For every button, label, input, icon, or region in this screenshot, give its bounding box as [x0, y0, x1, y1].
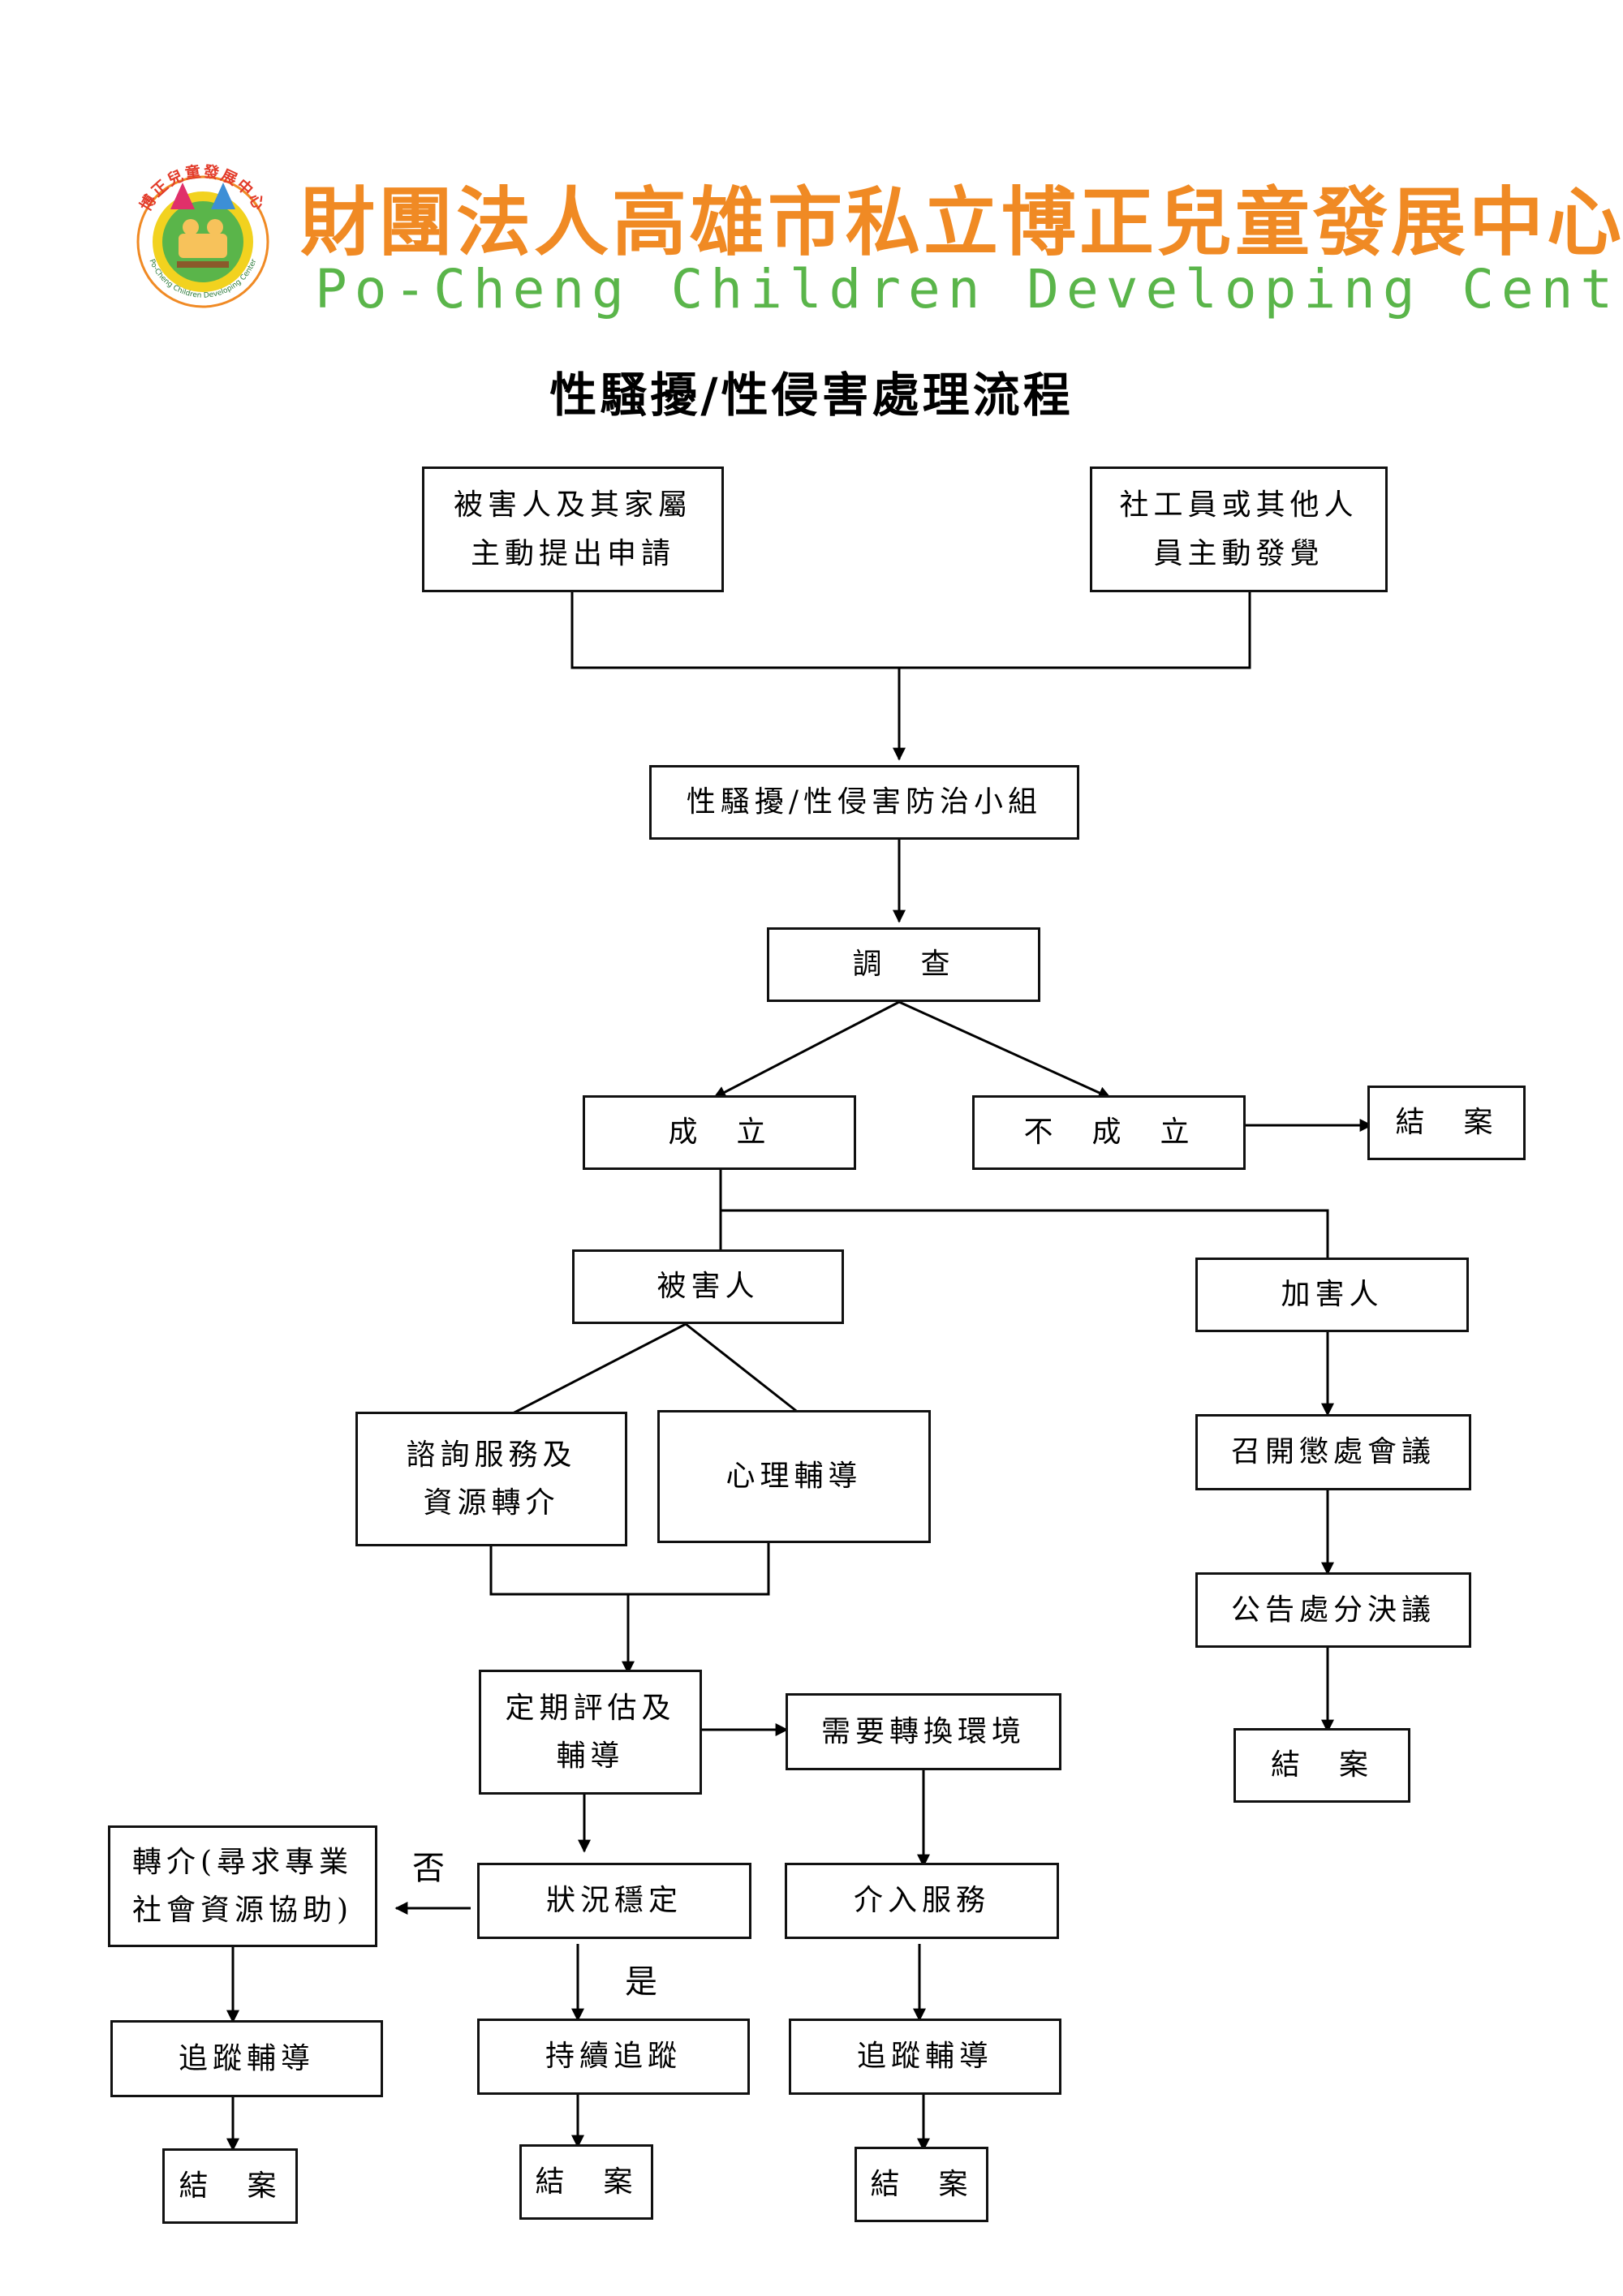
node-close-right: 結 案 — [855, 2147, 988, 2222]
page-title: 性騷擾/性侵害處理流程 — [549, 368, 1074, 423]
arrow-to-established — [712, 1000, 900, 1099]
node-continuous-tracking-line1: 持續追蹤 — [545, 2040, 682, 2074]
node-referral-line1: 轉介(尋求專業 — [131, 1845, 354, 1879]
node-close-not-established-line1: 結 案 — [1395, 1106, 1498, 1140]
node-staff-discover-line1: 社工員或其他人 — [1119, 488, 1358, 522]
node-change-environment: 需要轉換環境 — [786, 1693, 1061, 1770]
node-investigate-line1: 調 查 — [852, 948, 955, 982]
node-follow-up-right-line1: 追蹤輔導 — [856, 2040, 993, 2074]
node-close-perpetrator: 結 案 — [1233, 1728, 1410, 1803]
node-close-perpetrator-line1: 結 案 — [1270, 1748, 1373, 1782]
connector-victim-to-counseling — [685, 1322, 800, 1415]
node-consult: 諮詢服務及 資源轉介 — [355, 1412, 627, 1546]
node-victim-line1: 被害人 — [657, 1270, 760, 1304]
header: 博正兒童發展中心 Po-Cheng Children Developing Ce… — [122, 138, 1623, 349]
node-disciplinary-meeting-line1: 召開懲處會議 — [1230, 1435, 1436, 1469]
node-close-right-line1: 結 案 — [870, 2167, 973, 2201]
edge-label-yes: 是 — [625, 1963, 657, 2001]
node-staff-discover-line2: 員主動發覺 — [1153, 536, 1324, 570]
node-perpetrator-line1: 加害人 — [1281, 1278, 1384, 1312]
node-follow-up-left: 追蹤輔導 — [110, 2020, 383, 2097]
node-committee-line1: 性騷擾/性侵害防治小組 — [686, 785, 1043, 819]
connector-victim-to-consult — [512, 1322, 687, 1415]
node-counseling-line1: 心理輔導 — [725, 1460, 863, 1494]
connector-services-merge — [489, 1543, 770, 1596]
node-follow-up-left-line1: 追蹤輔導 — [178, 2041, 315, 2075]
node-referral-line2: 社會資源協助) — [131, 1894, 354, 1927]
node-intervention-line1: 介入服務 — [853, 1884, 990, 1918]
node-consult-line2: 資源轉介 — [423, 1486, 560, 1520]
node-disciplinary-meeting: 召開懲處會議 — [1195, 1414, 1471, 1490]
node-close-not-established: 結 案 — [1367, 1086, 1526, 1160]
node-periodic-eval-line2: 輔導 — [556, 1739, 625, 1773]
node-counseling: 心理輔導 — [657, 1410, 931, 1543]
node-investigate: 調 查 — [767, 927, 1040, 1002]
arrow-to-not-established — [898, 1000, 1112, 1099]
node-established-line1: 成 立 — [668, 1116, 771, 1150]
node-change-environment-line1: 需要轉換環境 — [820, 1714, 1026, 1748]
node-announce-decision-line1: 公告處分決議 — [1230, 1593, 1436, 1627]
node-victim-apply: 被害人及其家屬 主動提出申請 — [422, 467, 724, 592]
node-established: 成 立 — [583, 1095, 856, 1170]
organization-logo-icon: 博正兒童發展中心 Po-Cheng Children Developing Ce… — [136, 161, 269, 308]
organization-name-en: Po-Cheng Children Developing Center — [315, 258, 1623, 320]
node-victim: 被害人 — [572, 1249, 844, 1324]
node-close-left-line1: 結 案 — [179, 2169, 282, 2203]
connector-sources-merge — [570, 592, 1251, 669]
edge-label-no: 否 — [412, 1850, 445, 1887]
node-perpetrator: 加害人 — [1195, 1258, 1469, 1332]
node-not-established: 不 成 立 — [972, 1095, 1246, 1170]
node-periodic-eval-line1: 定期評估及 — [505, 1691, 676, 1725]
node-referral: 轉介(尋求專業 社會資源協助) — [108, 1825, 377, 1947]
node-staff-discover: 社工員或其他人 員主動發覺 — [1090, 467, 1388, 592]
node-not-established-line1: 不 成 立 — [1023, 1116, 1195, 1150]
node-committee: 性騷擾/性侵害防治小組 — [649, 765, 1079, 840]
node-close-middle: 結 案 — [519, 2144, 653, 2220]
node-follow-up-right: 追蹤輔導 — [789, 2019, 1061, 2095]
node-stable-line1: 狀況穩定 — [545, 1884, 682, 1918]
node-continuous-tracking: 持續追蹤 — [477, 2019, 750, 2095]
node-victim-apply-line1: 被害人及其家屬 — [453, 488, 692, 522]
node-announce-decision: 公告處分決議 — [1195, 1572, 1471, 1648]
node-periodic-eval: 定期評估及 輔導 — [479, 1670, 702, 1795]
node-close-left: 結 案 — [162, 2148, 298, 2224]
node-stable: 狀況穩定 — [477, 1863, 751, 1939]
organization-name-cn: 財團法人高雄市私立博正兒童發展中心 — [300, 179, 1623, 266]
node-intervention: 介入服務 — [785, 1863, 1059, 1939]
connector-established-split — [719, 1168, 1329, 1259]
node-consult-line1: 諮詢服務及 — [406, 1438, 577, 1472]
node-victim-apply-line2: 主動提出申請 — [470, 536, 675, 570]
node-close-middle-line1: 結 案 — [535, 2165, 638, 2199]
